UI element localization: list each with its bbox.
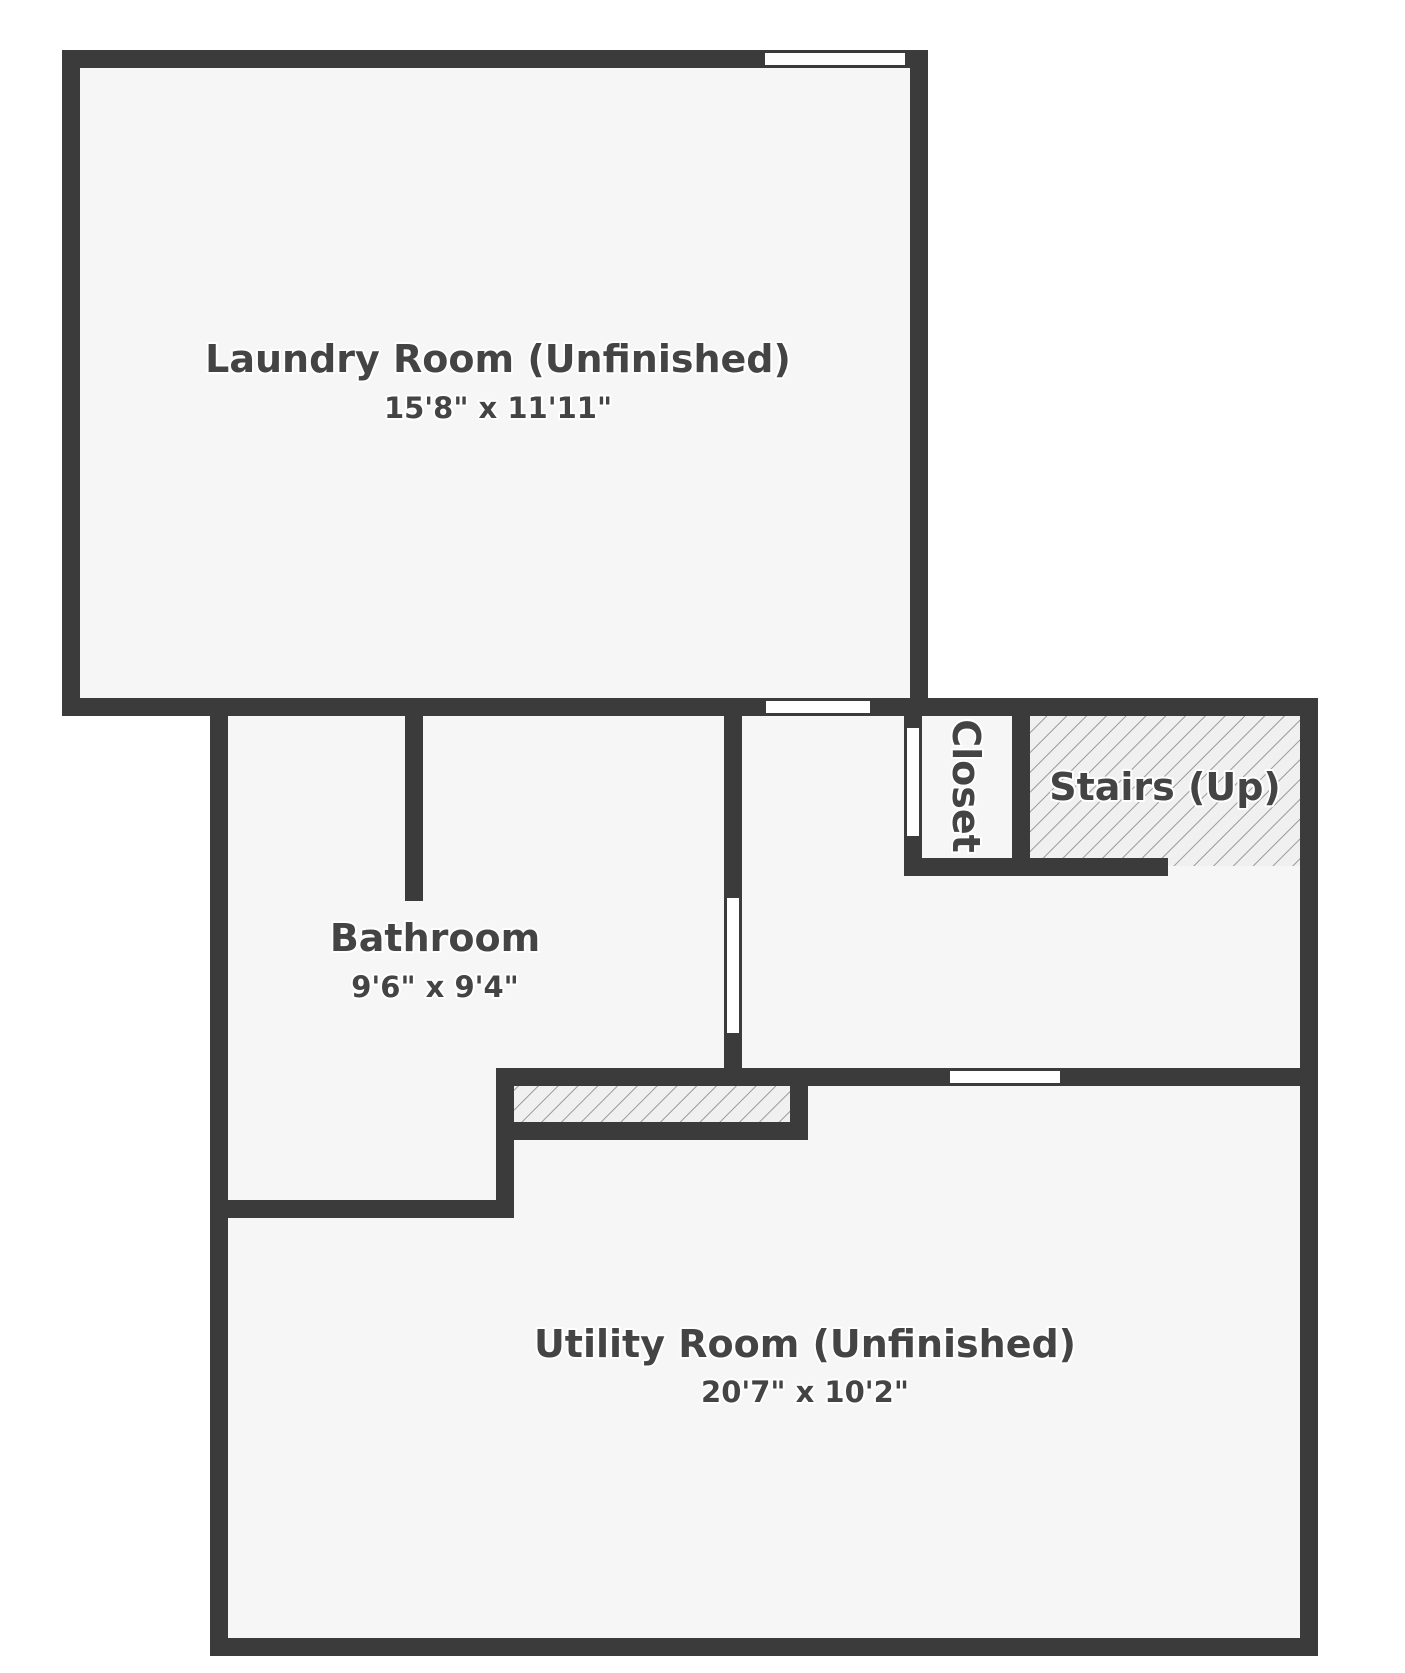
wall — [62, 50, 80, 716]
room-name-stairs: Stairs (Up) — [1049, 765, 1281, 809]
door-opening — [950, 1071, 1060, 1083]
room-dims-bathroom: 9'6" x 9'4" — [351, 970, 519, 1004]
door-opening — [766, 701, 870, 713]
wall — [496, 1068, 514, 1218]
wall — [790, 1068, 808, 1140]
wall — [62, 698, 1318, 716]
room-name-utility: Utility Room (Unfinished) — [534, 1322, 1076, 1366]
door-opening — [907, 728, 919, 836]
wall — [496, 1068, 1318, 1086]
stairs-hatch — [1030, 706, 1314, 866]
room-name-closet: Closet — [944, 719, 988, 853]
door-opening — [727, 898, 739, 1033]
wall — [210, 1200, 514, 1218]
wall — [496, 1122, 808, 1140]
wall — [1012, 706, 1030, 876]
wall — [405, 706, 423, 901]
wall — [210, 1638, 1318, 1656]
laundry-room-floor — [80, 68, 910, 706]
room-name-laundry: Laundry Room (Unfinished) — [205, 337, 791, 381]
room-dims-laundry: 15'8" x 11'11" — [384, 391, 612, 425]
wall — [910, 50, 928, 716]
wall — [904, 858, 1168, 876]
room-name-bathroom: Bathroom — [330, 916, 540, 960]
room-dims-utility: 20'7" x 10'2" — [701, 1375, 909, 1409]
wall — [62, 50, 928, 68]
utility-room-floor — [228, 1076, 1314, 1638]
window-opening — [765, 53, 905, 65]
wall — [210, 706, 228, 1656]
wall — [1300, 698, 1318, 1656]
